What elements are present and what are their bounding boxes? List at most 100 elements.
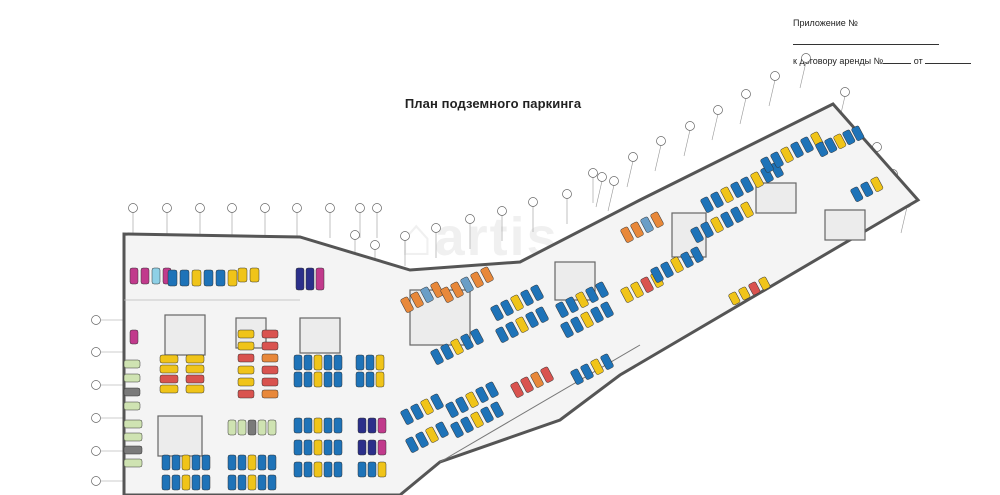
parking-space <box>365 371 375 388</box>
car <box>445 401 459 418</box>
car <box>570 368 584 385</box>
parking-space <box>520 289 534 306</box>
axis-bubble <box>162 203 172 213</box>
parking-space <box>333 417 343 434</box>
parking-space <box>257 419 267 436</box>
parking-space <box>333 371 343 388</box>
car <box>580 363 594 380</box>
parking-space <box>480 266 494 283</box>
parking-space <box>728 291 741 306</box>
parking-space <box>475 386 489 403</box>
parking-space <box>313 354 323 371</box>
axis-bubble <box>91 446 101 456</box>
axis-bubble <box>128 203 138 213</box>
parking-space <box>227 454 237 471</box>
parking-space <box>367 439 377 456</box>
car <box>129 329 139 345</box>
parking-space <box>510 381 524 398</box>
core-block <box>164 314 206 356</box>
car <box>267 474 277 491</box>
parking-space <box>445 401 459 418</box>
car <box>123 445 143 455</box>
parking-space <box>123 458 143 468</box>
car <box>185 374 205 384</box>
parking-space <box>420 398 434 415</box>
parking-space <box>505 321 519 338</box>
parking-space <box>851 125 865 141</box>
parking-space <box>237 341 255 351</box>
parking-space <box>560 321 574 338</box>
car <box>365 354 375 371</box>
parking-space <box>237 454 247 471</box>
parking-space <box>450 338 464 355</box>
car <box>560 321 574 338</box>
car <box>430 393 444 410</box>
parking-space <box>440 343 454 360</box>
axis-bubble <box>497 206 507 216</box>
car <box>455 396 469 413</box>
car <box>261 353 279 363</box>
car <box>237 377 255 387</box>
car <box>377 461 387 478</box>
car <box>585 286 599 303</box>
axis-bubble <box>628 152 638 162</box>
parking-space <box>171 454 181 471</box>
car <box>770 161 784 178</box>
car <box>151 267 161 285</box>
car <box>680 251 694 268</box>
axis-bubble <box>195 203 205 213</box>
car <box>293 461 303 478</box>
car <box>430 281 444 298</box>
parking-space <box>123 401 141 411</box>
parking-space <box>770 161 784 178</box>
parking-space <box>740 176 754 193</box>
parking-space <box>620 226 634 243</box>
parking-space <box>261 389 279 399</box>
axis-bubble <box>685 121 695 131</box>
car <box>490 304 504 321</box>
parking-space <box>780 146 794 163</box>
car <box>293 439 303 456</box>
parking-space <box>257 474 267 491</box>
car <box>450 338 464 355</box>
parking-space <box>201 474 211 491</box>
car <box>460 333 474 350</box>
car <box>123 458 143 468</box>
car <box>738 286 751 301</box>
car <box>313 439 323 456</box>
car <box>750 171 764 188</box>
car <box>555 301 569 318</box>
car <box>435 421 449 438</box>
parking-space <box>415 431 429 448</box>
car <box>405 436 419 453</box>
axis-leader <box>739 97 747 125</box>
car <box>313 371 323 388</box>
parking-space <box>565 296 579 313</box>
axis-bubble <box>91 380 101 390</box>
parking-space <box>261 353 279 363</box>
parking-space <box>600 301 614 318</box>
parking-space <box>620 286 634 303</box>
car <box>191 474 201 491</box>
car <box>237 389 255 399</box>
core-block <box>157 415 203 457</box>
car <box>630 281 644 298</box>
car <box>365 371 375 388</box>
car <box>450 421 464 438</box>
parking-space <box>315 267 325 291</box>
parking-space <box>237 419 247 436</box>
car <box>470 271 484 288</box>
car <box>475 386 489 403</box>
car <box>293 354 303 371</box>
car <box>740 176 754 193</box>
parking-space <box>375 371 385 388</box>
parking-space <box>470 411 484 428</box>
parking-space <box>367 417 377 434</box>
car <box>640 216 654 233</box>
axis-bubble <box>325 203 335 213</box>
parking-space <box>303 354 313 371</box>
car <box>123 432 143 442</box>
axis-bubble <box>770 71 780 81</box>
contract-date-blank <box>925 63 972 64</box>
